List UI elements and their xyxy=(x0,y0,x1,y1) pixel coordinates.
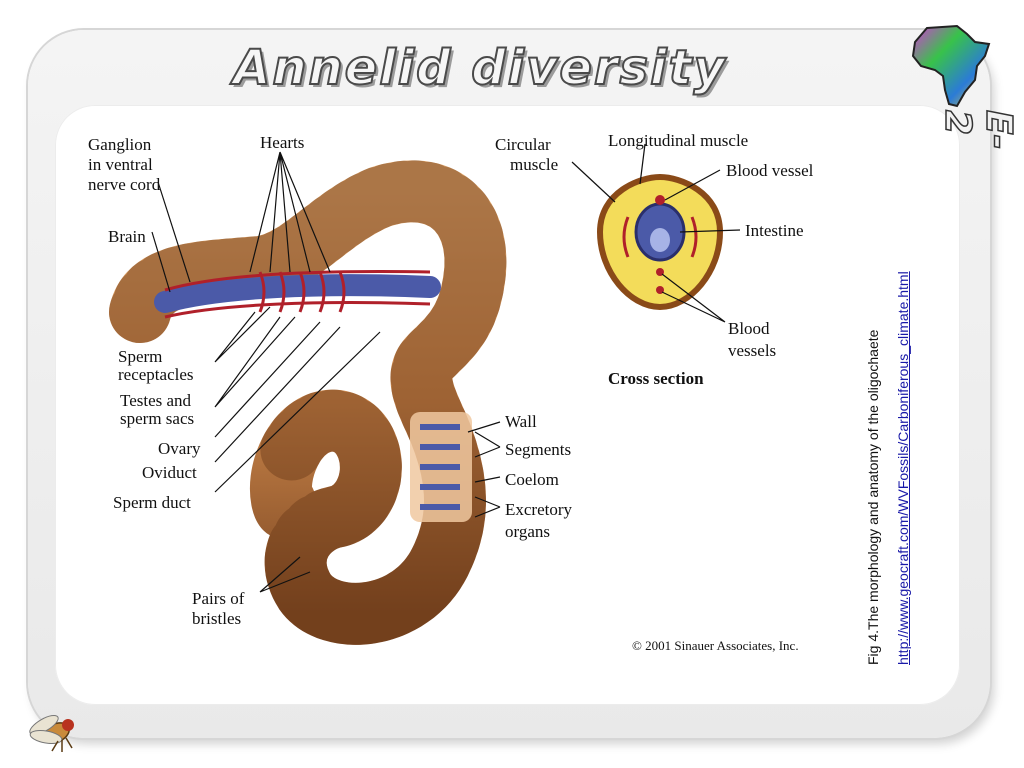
caption-link[interactable]: http://www.geocraft.com/WVFossils/Carbon… xyxy=(895,271,911,665)
label-circular-muscle: Circular muscle xyxy=(495,135,558,174)
cross-section-title: Cross section xyxy=(608,369,704,388)
cross-section-diagram xyxy=(596,173,724,311)
label-ganglion: Ganglion in ventral nerve cord xyxy=(88,135,161,194)
slide-content-area xyxy=(55,105,960,705)
label-sperm-receptacles: Sperm receptacles xyxy=(118,347,194,384)
label-hearts: Hearts xyxy=(260,133,304,152)
oligochaete-anatomy-figure: Ganglion in ventral nerve cord Hearts Br… xyxy=(88,131,814,653)
label-blood-vessel: Blood vessel xyxy=(726,161,814,180)
label-excretory-organs: Excretory organs xyxy=(505,500,576,541)
label-blood-vessels: Blood vessels xyxy=(728,319,776,360)
label-wall: Wall xyxy=(505,412,537,431)
label-ovary: Ovary xyxy=(158,439,201,458)
label-intestine: Intestine xyxy=(745,221,804,240)
excretory-section xyxy=(410,412,472,522)
label-testes: Testes and sperm sacs xyxy=(120,391,195,428)
label-longitudinal-muscle: Longitudinal muscle xyxy=(608,131,748,150)
label-sperm-duct: Sperm duct xyxy=(113,493,191,512)
chapter-label: E-2 xyxy=(936,109,1020,150)
copyright-notice: © 2001 Sinauer Associates, Inc. xyxy=(632,638,799,653)
internal-organs xyxy=(154,270,441,319)
caption-text: Fig 4.The morphology and anatomy of the … xyxy=(865,329,881,665)
label-brain: Brain xyxy=(108,227,146,246)
africa-logo-icon xyxy=(911,24,991,108)
label-oviduct: Oviduct xyxy=(142,463,197,482)
figure-caption: Fig 4.The morphology and anatomy of the … xyxy=(858,245,918,665)
fly-icon xyxy=(29,714,74,752)
leader-lines xyxy=(151,143,741,593)
label-segments: Segments xyxy=(505,440,571,459)
label-coelom: Coelom xyxy=(505,470,559,489)
label-bristles: Pairs of bristles xyxy=(192,589,249,628)
slide-title: Annelid diversity xyxy=(232,39,727,97)
